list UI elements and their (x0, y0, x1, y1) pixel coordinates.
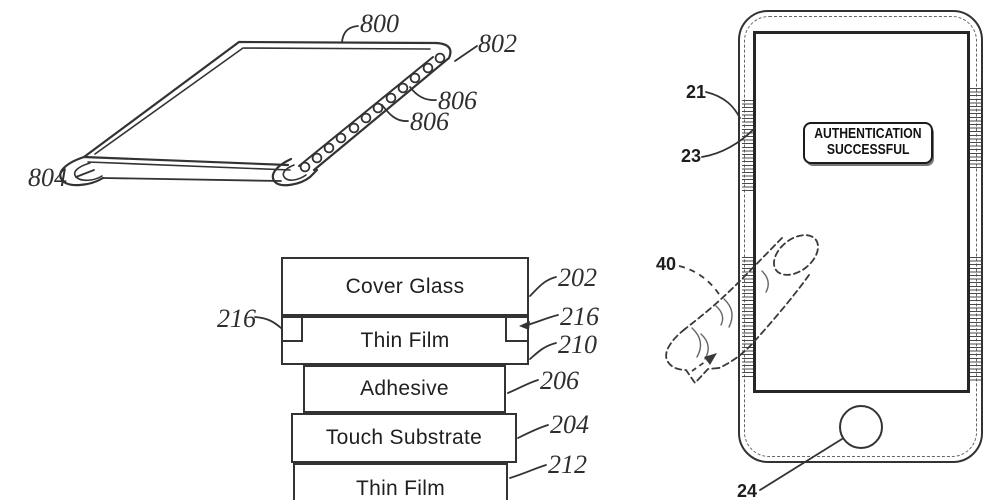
home-button (839, 405, 883, 449)
layer-thin-film-lower: Thin Film (293, 463, 508, 500)
sheet-right-curl-outer (271, 157, 319, 187)
ref-40: 40 (656, 254, 677, 274)
sheet-front-edge-lower (87, 161, 291, 171)
right-bezel-hatch-lower (970, 257, 981, 383)
ref-210: 210 (558, 330, 597, 359)
ref-24: 24 (737, 481, 758, 500)
ref-202: 202 (558, 263, 597, 292)
ref-806-lower: 806 (410, 107, 449, 136)
ref-204: 204 (550, 410, 589, 439)
layer-thin-film-upper: Thin Film (281, 316, 529, 365)
sheet-right-curl-inner (282, 164, 307, 181)
ref-21: 21 (686, 82, 707, 102)
ref-216-right: 216 (560, 302, 599, 331)
leader-40 (678, 265, 723, 300)
leader-802 (454, 45, 478, 62)
sheet-front-edge-upper (82, 155, 290, 167)
leader-206 (507, 379, 539, 394)
ref-212: 212 (548, 450, 587, 479)
ref-216-left: 216 (217, 304, 256, 333)
ref-806-upper: 806 (438, 86, 477, 115)
layer-cover-glass-label: Cover Glass (345, 274, 465, 298)
layer-adhesive-label: Adhesive (360, 377, 449, 400)
leader-804 (75, 169, 95, 178)
ref-802: 802 (478, 29, 517, 58)
ref-804: 804 (28, 163, 67, 192)
ref-23: 23 (681, 146, 702, 166)
leader-204 (517, 424, 549, 439)
layer-thin-film-lower-label: Thin Film (355, 477, 446, 500)
leader-202 (529, 276, 557, 297)
right-bezel-hatch-upper (970, 88, 981, 171)
leader-216-right (523, 314, 559, 327)
leader-210 (529, 342, 557, 360)
motion-arrow-line (691, 358, 710, 372)
finger-base-outline (665, 328, 720, 385)
leader-806-upper (409, 86, 437, 101)
sheet-left-curl-inner (73, 162, 103, 182)
layer-thin-film-upper-label: Thin Film (360, 328, 450, 352)
sheet-inner-top-edge (94, 47, 431, 155)
auth-status-line1: AUTHENTICATION (814, 126, 922, 143)
leader-806-lower (381, 104, 409, 122)
ref-206: 206 (540, 366, 579, 395)
auth-status-line2: SUCCESSFUL (826, 142, 910, 158)
layer-cover-glass: Cover Glass (281, 257, 529, 316)
notch-right-216 (505, 316, 529, 342)
left-bezel-hatch-upper (742, 100, 753, 193)
layer-touch-substrate-label: Touch Substrate (325, 426, 483, 449)
leader-21 (705, 91, 741, 119)
leader-216-left (254, 316, 282, 329)
layer-adhesive: Adhesive (303, 365, 506, 413)
sheet-outer-outline (82, 40, 452, 172)
leader-800 (341, 25, 359, 43)
left-bezel-hatch-lower (742, 257, 753, 378)
phone-screen (753, 31, 970, 393)
leader-212 (509, 464, 547, 479)
phone-inner-dash-outline (744, 16, 977, 457)
sheet-underside-edge (102, 177, 282, 182)
authentication-status-badge: AUTHENTICATION SUCCESSFUL (803, 122, 933, 164)
layer-touch-substrate: Touch Substrate (291, 413, 517, 463)
ref-800: 800 (360, 9, 399, 38)
notch-left-216 (281, 316, 303, 342)
motion-arrowhead (704, 353, 717, 365)
